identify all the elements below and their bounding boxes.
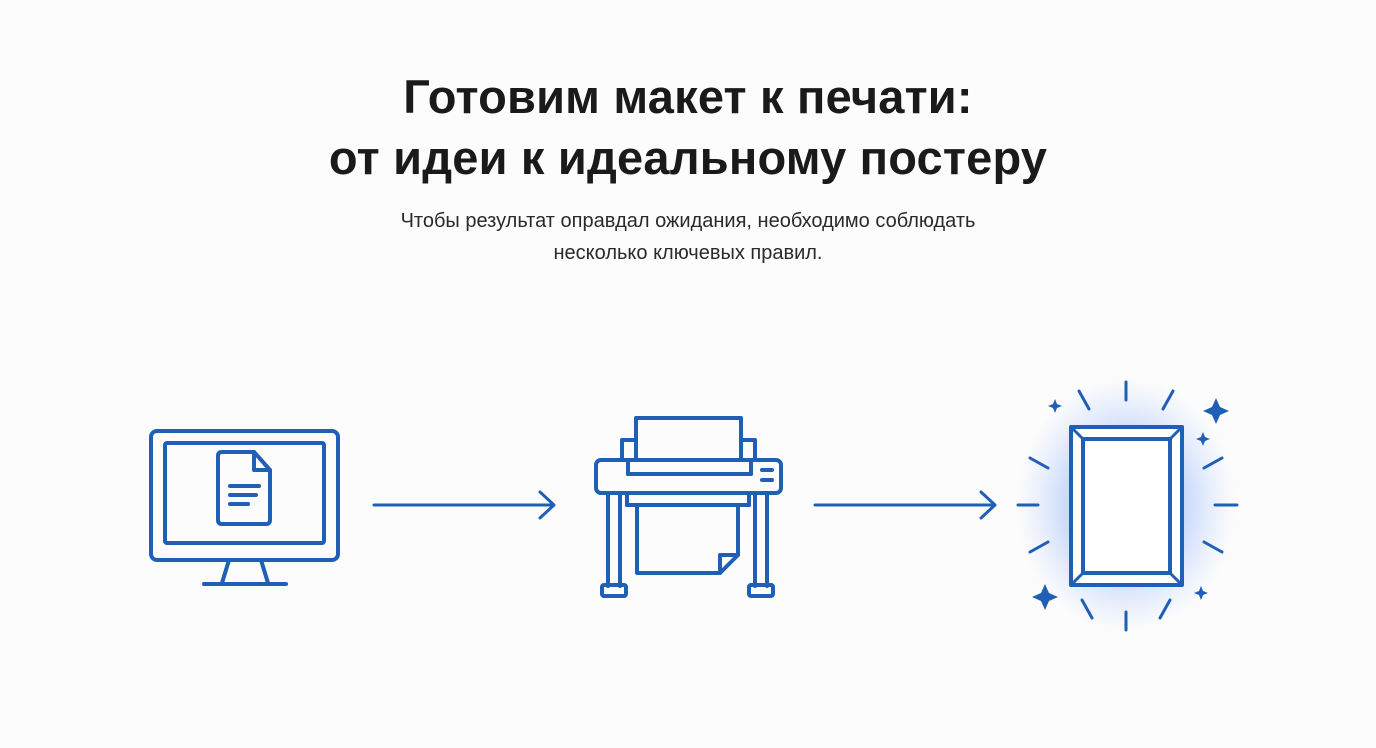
title-line-2: от идеи к идеальному постеру bbox=[328, 131, 1048, 184]
sparkle-icon bbox=[1032, 398, 1229, 610]
light-rays-icon bbox=[1016, 380, 1239, 632]
arrow-icon bbox=[372, 490, 556, 520]
monitor-document-icon bbox=[149, 429, 340, 586]
page-subtitle: Чтобы результат оправдал ожидания, необх… bbox=[0, 205, 1376, 269]
subtitle-line-1: Чтобы результат оправдал ожидания, необх… bbox=[400, 210, 976, 232]
title-line-1: Готовим макет к печати: bbox=[403, 70, 973, 123]
arrow-icon bbox=[813, 490, 997, 520]
page-title: Готовим макет к печати: от идеи к идеаль… bbox=[0, 66, 1376, 188]
subtitle-line-2: несколько ключевых правил. bbox=[553, 242, 823, 264]
large-format-printer-icon bbox=[594, 416, 783, 598]
glowing-poster-frame-icon bbox=[1016, 377, 1239, 633]
